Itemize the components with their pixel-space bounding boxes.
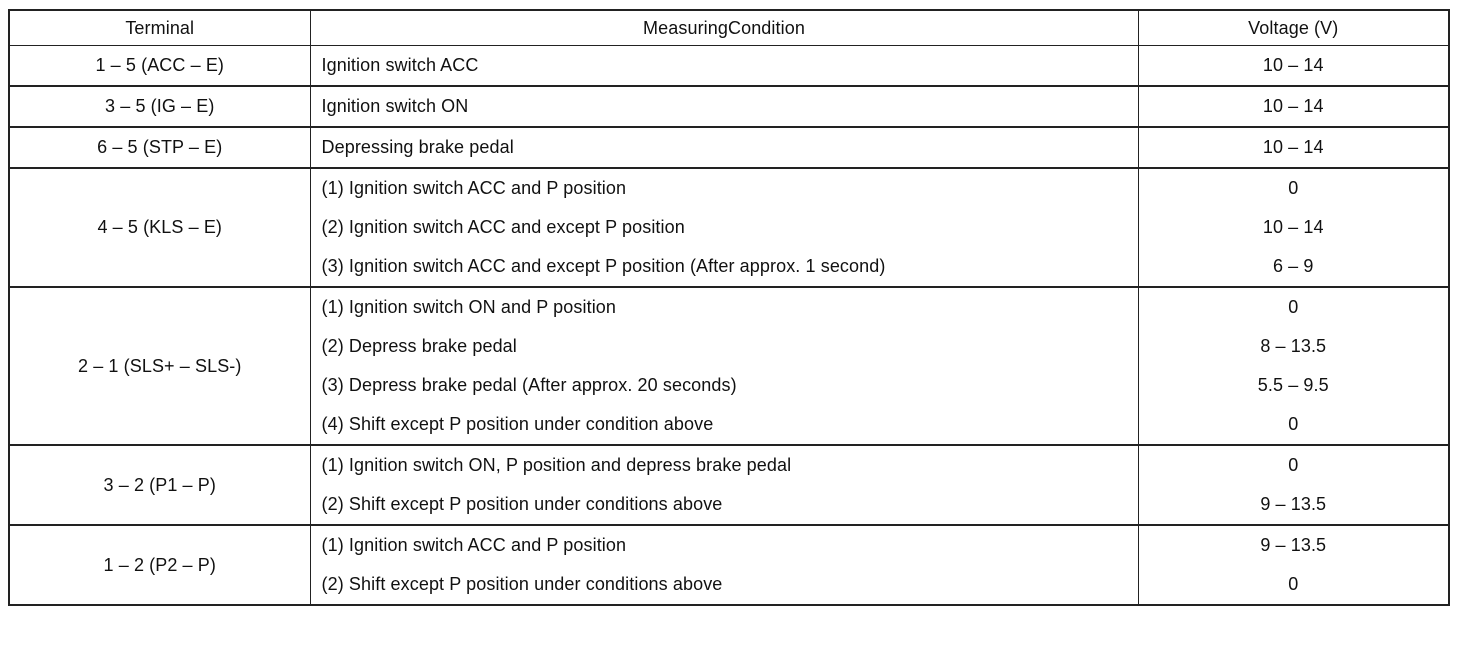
group-ig-e: 3 – 5 (IG – E) Ignition switch ON 10 – 1… [8, 86, 1450, 127]
table-row: 2 – 1 (SLS+ – SLS-) (1) Ignition switch … [8, 287, 1450, 445]
condition-cell: (1) Ignition switch ON and P position [309, 287, 1139, 327]
condition-cell: (4) Shift except P position under condit… [309, 405, 1139, 445]
condition-cell: (3) Ignition switch ACC and except P pos… [309, 247, 1139, 287]
voltage-cell: 10 – 14 [1137, 45, 1450, 86]
voltage-cell: 6 – 9 [1137, 247, 1450, 287]
group-acc-e: 1 – 5 (ACC – E) Ignition switch ACC 10 –… [8, 45, 1450, 86]
condition-cell: (3) Depress brake pedal (After approx. 2… [309, 366, 1139, 405]
terminal-cell: 2 – 1 (SLS+ – SLS-) [8, 287, 311, 445]
header-row: Terminal MeasuringCondition Voltage (V) [8, 10, 1450, 46]
terminal-cell: 6 – 5 (STP – E) [8, 127, 311, 168]
header-measuring-condition: MeasuringCondition [309, 10, 1139, 46]
group-kls-e: 4 – 5 (KLS – E) (1) Ignition switch ACC … [8, 168, 1450, 287]
table-row: 4 – 5 (KLS – E) (1) Ignition switch ACC … [8, 168, 1450, 287]
condition-cell: (2) Ignition switch ACC and except P pos… [309, 208, 1139, 247]
voltage-cell: 9 – 13.5 [1137, 525, 1450, 565]
group-p2-p: 1 – 2 (P2 – P) (1) Ignition switch ACC a… [8, 525, 1450, 605]
terminal-voltage-table: Terminal MeasuringCondition Voltage (V) … [8, 9, 1450, 606]
table-row: 1 – 5 (ACC – E) Ignition switch ACC 10 –… [8, 45, 1450, 86]
voltage-cell: 0 [1137, 287, 1450, 327]
voltage-cell: 10 – 14 [1137, 127, 1450, 168]
voltage-cell: 0 [1137, 445, 1450, 485]
table-row: (2) Depress brake pedal 8 – 13.5 [9, 327, 1450, 366]
group-sls: 2 – 1 (SLS+ – SLS-) (1) Ignition switch … [8, 287, 1450, 445]
table-row: 3 – 2 (P1 – P) (1) Ignition switch ON, P… [8, 445, 1450, 525]
table-row: (3) Depress brake pedal (After approx. 2… [9, 366, 1450, 405]
voltage-cell: 5.5 – 9.5 [1137, 366, 1450, 405]
condition-cell: (2) Shift except P position under condit… [309, 485, 1139, 525]
condition-cell: (1) Ignition switch ACC and P position [309, 168, 1139, 208]
voltage-cell: 0 [1137, 405, 1450, 445]
voltage-cell: 0 [1137, 168, 1450, 208]
table-row: (2) Shift except P position under condit… [9, 485, 1450, 525]
table-row: 6 – 5 (STP – E) Depressing brake pedal 1… [8, 127, 1450, 168]
terminal-cell: 1 – 5 (ACC – E) [8, 45, 311, 86]
table-row: (3) Ignition switch ACC and except P pos… [9, 247, 1450, 287]
voltage-cell: 10 – 14 [1137, 86, 1450, 127]
table-row: 1 – 2 (P2 – P) (1) Ignition switch ACC a… [8, 525, 1450, 605]
table-row: (4) Shift except P position under condit… [9, 405, 1450, 445]
condition-cell: Ignition switch ON [309, 86, 1139, 127]
table-row: 3 – 5 (IG – E) Ignition switch ON 10 – 1… [8, 86, 1450, 127]
voltage-cell: 0 [1137, 565, 1450, 605]
group-p1-p: 3 – 2 (P1 – P) (1) Ignition switch ON, P… [8, 445, 1450, 525]
terminal-cell: 3 – 2 (P1 – P) [8, 445, 311, 525]
condition-cell: (1) Ignition switch ACC and P position [309, 525, 1139, 565]
voltage-cell: 9 – 13.5 [1137, 485, 1450, 525]
terminal-voltage-table-container: Terminal MeasuringCondition Voltage (V) … [8, 9, 1450, 606]
table-row: (2) Shift except P position under condit… [9, 565, 1450, 605]
condition-cell: Depressing brake pedal [309, 127, 1139, 168]
voltage-cell: 10 – 14 [1137, 208, 1450, 247]
voltage-cell: 8 – 13.5 [1137, 327, 1450, 366]
condition-cell: (2) Shift except P position under condit… [309, 565, 1139, 605]
terminal-cell: 1 – 2 (P2 – P) [8, 525, 311, 605]
table-row: (2) Ignition switch ACC and except P pos… [9, 208, 1450, 247]
condition-cell: Ignition switch ACC [309, 45, 1139, 86]
terminal-cell: 3 – 5 (IG – E) [8, 86, 311, 127]
header-terminal: Terminal [8, 10, 311, 46]
condition-cell: (1) Ignition switch ON, P position and d… [309, 445, 1139, 485]
group-stp-e: 6 – 5 (STP – E) Depressing brake pedal 1… [8, 127, 1450, 168]
terminal-cell: 4 – 5 (KLS – E) [8, 168, 311, 287]
condition-cell: (2) Depress brake pedal [309, 327, 1139, 366]
header-voltage: Voltage (V) [1137, 10, 1450, 46]
